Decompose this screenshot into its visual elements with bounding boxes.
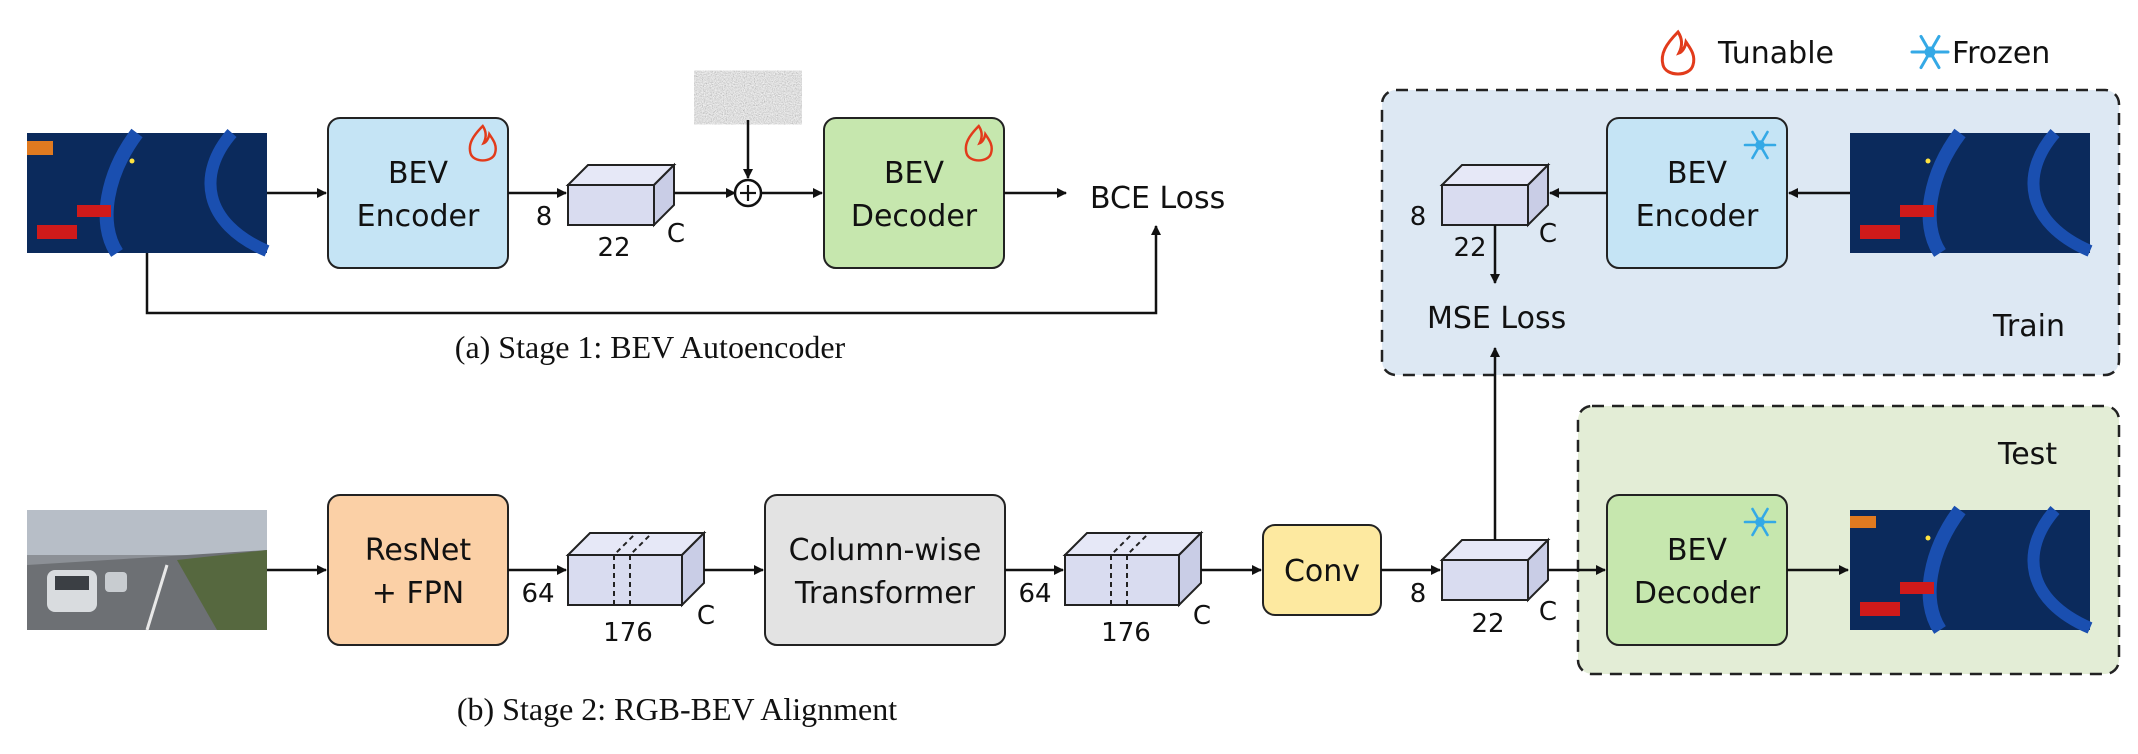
resnet-fpn-block: ResNet + FPN [327,494,509,646]
svg-text:Decoder: Decoder [1634,576,1761,611]
svg-text:176: 176 [1101,618,1151,648]
train-latent-cube [1439,162,1551,228]
stage1-latent-cube [565,162,677,228]
svg-text:22: 22 [1453,233,1486,263]
legend-frozen-label: Frozen [1952,36,2050,71]
svg-text:+ FPN: + FPN [372,576,464,611]
fire-icon [964,124,993,162]
bev-map-output-test [1850,505,2093,634]
test-label: Test [1997,437,2057,472]
svg-text:8: 8 [1410,579,1427,609]
bce-loss-label: BCE Loss [1090,181,1225,216]
snowflake-icon [1743,507,1777,537]
bev-map-input-train [1850,128,2093,257]
add-operator [733,178,763,208]
svg-text:Decoder: Decoder [851,199,978,234]
svg-text:22: 22 [597,233,630,263]
legend: Tunable Frozen [1660,29,2050,76]
svg-text:64: 64 [521,579,554,609]
feature-cube-2 [1062,530,1204,608]
stage1-bev-encoder: BEV Encoder [327,117,509,269]
svg-text:8: 8 [1410,202,1427,232]
feature-cube-1 [565,530,707,608]
train-bev-encoder: BEV Encoder [1606,117,1788,269]
connectors [145,120,1850,575]
svg-text:22: 22 [1471,609,1504,639]
stage1-bev-decoder: BEV Decoder [823,117,1005,269]
stage2-caption: (b) Stage 2: RGB-BEV Alignment [457,691,897,727]
svg-text:C: C [1539,597,1557,627]
rgb-camera-image [27,510,267,631]
column-transformer-block: Column-wise Transformer [764,494,1006,646]
test-bev-decoder: BEV Decoder [1606,494,1788,646]
snowflake-icon [1910,34,1950,70]
svg-text:C: C [667,219,685,249]
stage2-latent-cube [1439,537,1551,603]
svg-text:64: 64 [1018,579,1051,609]
svg-text:8: 8 [536,202,553,232]
mse-loss-label: MSE Loss [1427,301,1566,336]
snowflake-icon [1743,130,1777,160]
noise-patch [703,75,793,120]
svg-text:BEV: BEV [1667,156,1728,191]
train-label: Train [1992,309,2065,344]
svg-text:Column-wise: Column-wise [789,533,982,568]
legend-tunable-label: Tunable [1717,36,1834,71]
stage1-caption: (a) Stage 1: BEV Autoencoder [455,329,846,365]
svg-text:C: C [1193,601,1211,631]
svg-text:Encoder: Encoder [357,199,480,234]
bev-map-input-stage1 [27,128,270,257]
svg-text:BEV: BEV [388,156,449,191]
svg-text:ResNet: ResNet [365,533,471,568]
svg-text:Encoder: Encoder [1636,199,1759,234]
svg-text:BEV: BEV [884,156,945,191]
svg-text:Transformer: Transformer [794,576,976,611]
svg-text:C: C [1539,219,1557,249]
svg-text:Conv: Conv [1284,554,1360,589]
fire-icon [1660,29,1696,76]
fire-icon [468,124,497,162]
svg-text:176: 176 [603,618,653,648]
svg-text:BEV: BEV [1667,533,1728,568]
svg-text:C: C [697,601,715,631]
conv-block: Conv [1262,524,1382,616]
